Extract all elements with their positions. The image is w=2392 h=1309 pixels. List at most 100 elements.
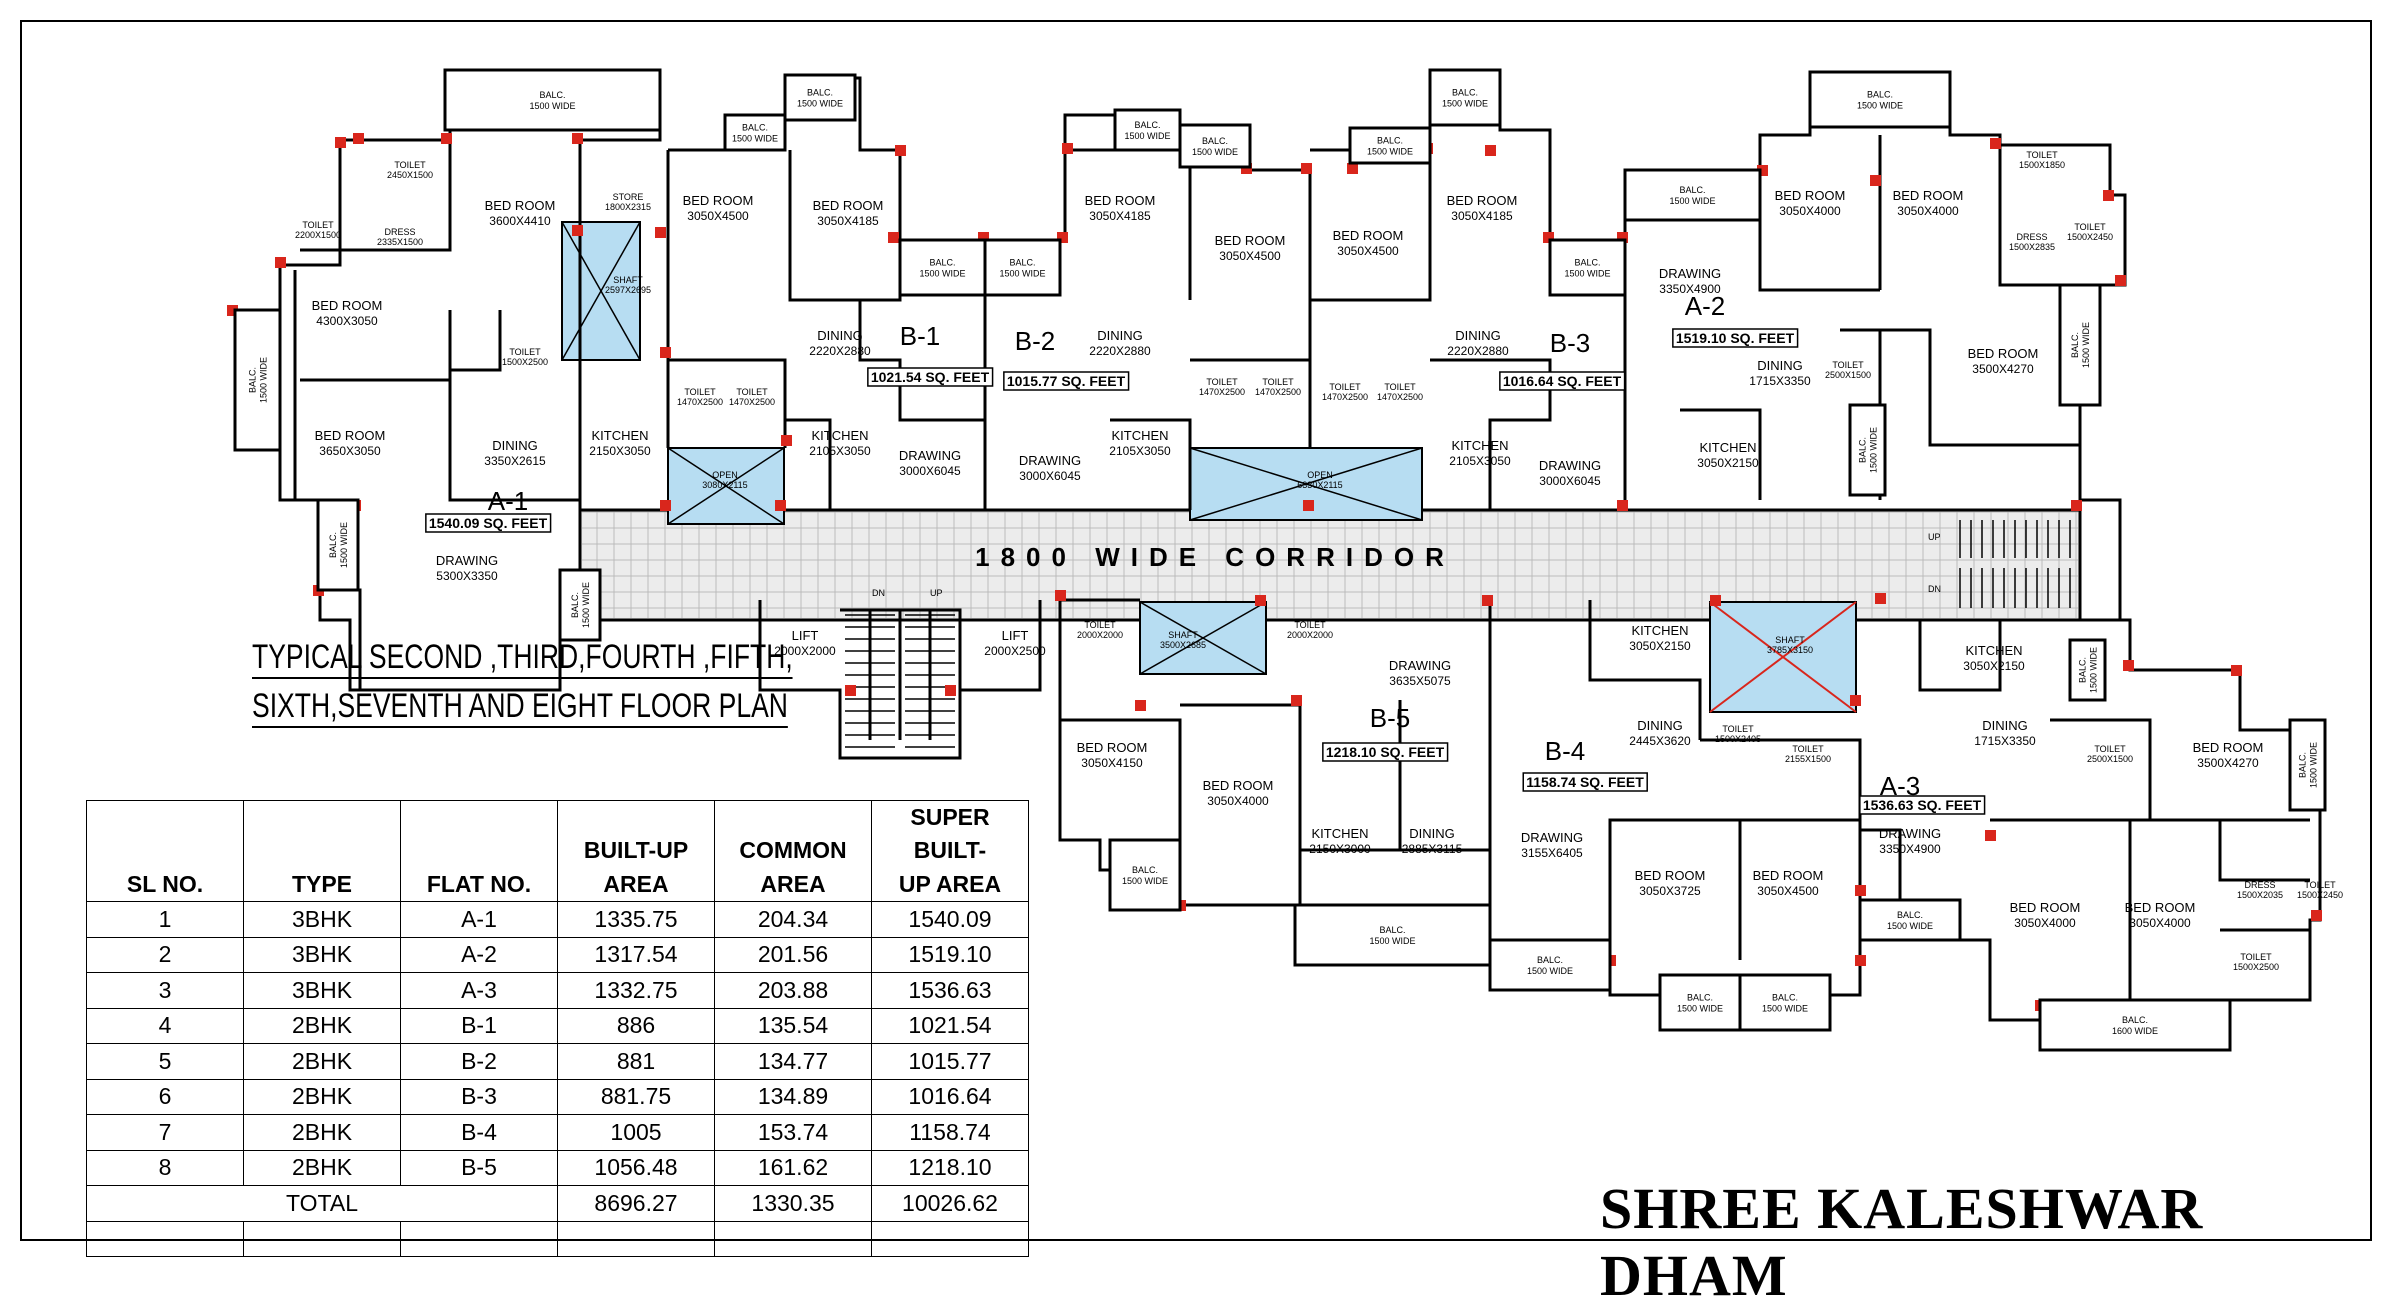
- floor-plan: 1800 WIDE CORRIDOR: [227, 68, 2343, 1052]
- table-total-row: TOTAL 8696.27 1330.35 10026.62: [86, 1185, 1029, 1222]
- balcony: BALC.1500 WIDE: [1113, 108, 1182, 152]
- svg-text:BED ROOM: BED ROOM: [1775, 188, 1846, 203]
- flat-name-a1: A-1: [488, 486, 528, 516]
- cell-builtup: 881.75: [557, 1078, 715, 1115]
- svg-text:2155X1500: 2155X1500: [1785, 754, 1831, 764]
- flat-area-a1: 1540.09 SQ. FEET: [425, 513, 552, 533]
- svg-text:1158.74 SQ. FEET: 1158.74 SQ. FEET: [1526, 774, 1644, 790]
- cell-sl: 1: [86, 901, 244, 938]
- svg-text:1500 WIDE: 1500 WIDE: [2081, 322, 2091, 368]
- svg-text:TOILET: TOILET: [1329, 382, 1361, 392]
- svg-text:DINING: DINING: [1757, 358, 1803, 373]
- total-label: TOTAL: [86, 1185, 558, 1222]
- svg-text:DRAWING: DRAWING: [1539, 458, 1601, 473]
- balcony: BALC.1500 WIDE: [1428, 68, 1502, 127]
- svg-text:3600X4410: 3600X4410: [489, 214, 551, 228]
- flat-area-b2: 1015.77 SQ. FEET: [1003, 371, 1130, 391]
- svg-text:1500 WIDE: 1500 WIDE: [1857, 101, 1903, 111]
- svg-text:1218.10 SQ. FEET: 1218.10 SQ. FEET: [1326, 744, 1445, 760]
- svg-text:DRAWING: DRAWING: [1019, 453, 1081, 468]
- svg-text:1500 WIDE: 1500 WIDE: [339, 522, 349, 568]
- balcony: BALC.1500 WIDE: [2288, 718, 2327, 812]
- svg-text:TOILET: TOILET: [2240, 952, 2272, 962]
- svg-text:KITCHEN: KITCHEN: [1111, 428, 1168, 443]
- svg-text:TOILET: TOILET: [1084, 620, 1116, 630]
- svg-text:KITCHEN: KITCHEN: [1699, 440, 1756, 455]
- svg-text:BED ROOM: BED ROOM: [315, 428, 386, 443]
- svg-text:BALC.: BALC.: [1772, 993, 1798, 1003]
- svg-text:BALC.: BALC.: [1867, 90, 1893, 100]
- svg-text:2000X2000: 2000X2000: [774, 644, 836, 658]
- svg-text:DINING: DINING: [1409, 826, 1455, 841]
- header-super-2: UP AREA: [871, 867, 1029, 902]
- cell-common: 135.54: [714, 1007, 872, 1044]
- svg-text:1500X2835: 1500X2835: [2009, 242, 2055, 252]
- svg-text:1500X2450: 1500X2450: [2297, 890, 2343, 900]
- svg-text:BED ROOM: BED ROOM: [1333, 228, 1404, 243]
- staircase-core: [845, 614, 955, 748]
- cell-builtup: 1335.75: [557, 901, 715, 938]
- plan-title-line-2: SIXTH,SEVENTH AND EIGHT FLOOR PLAN: [252, 687, 788, 728]
- cell-super: 1218.10: [871, 1149, 1029, 1186]
- cell-type: 2BHK: [243, 1078, 401, 1115]
- balcony: BALC.1500 WIDE: [1348, 126, 1432, 165]
- svg-text:LIFT: LIFT: [1002, 628, 1029, 643]
- svg-text:3050X4000: 3050X4000: [1779, 204, 1841, 218]
- flat-name-b5: B-5: [1370, 703, 1410, 733]
- svg-text:3000X6045: 3000X6045: [899, 464, 961, 478]
- svg-text:2105X3050: 2105X3050: [1449, 454, 1511, 468]
- svg-text:1500 WIDE: 1500 WIDE: [1762, 1004, 1808, 1014]
- flat-area-a2: 1519.10 SQ. FEET: [1672, 328, 1799, 348]
- flat-name-b4: B-4: [1545, 736, 1585, 766]
- svg-text:1500 WIDE: 1500 WIDE: [529, 101, 575, 111]
- total-builtup: 8696.27: [557, 1185, 715, 1222]
- table-row: 7 2BHK B-4 1005 153.74 1158.74: [86, 1114, 1029, 1151]
- svg-text:DINING: DINING: [1637, 718, 1683, 733]
- table-empty-row: [86, 1220, 1029, 1257]
- svg-text:3080X2115: 3080X2115: [702, 480, 747, 490]
- svg-text:1500 WIDE: 1500 WIDE: [1367, 147, 1413, 157]
- cell-sl: 2: [86, 936, 244, 973]
- svg-text:DRESS: DRESS: [384, 227, 415, 237]
- svg-text:2445X3620: 2445X3620: [1629, 734, 1691, 748]
- column-marker: [1135, 700, 1146, 711]
- svg-text:BALC.: BALC.: [2078, 657, 2088, 683]
- balcony: BALC.1500 WIDE: [1848, 403, 1887, 497]
- svg-text:BED ROOM: BED ROOM: [1635, 868, 1706, 883]
- cell-flat: B-1: [400, 1007, 558, 1044]
- svg-text:BALC.: BALC.: [1452, 88, 1478, 98]
- svg-text:1500 WIDE: 1500 WIDE: [1564, 269, 1610, 279]
- cell-super: 1519.10: [871, 936, 1029, 973]
- svg-text:1470X2500: 1470X2500: [729, 397, 775, 407]
- svg-text:2000X2000: 2000X2000: [1287, 630, 1333, 640]
- cell-sl: 5: [86, 1043, 244, 1080]
- svg-text:KITCHEN: KITCHEN: [1451, 438, 1508, 453]
- svg-text:DRESS: DRESS: [2244, 880, 2275, 890]
- svg-text:TOILET: TOILET: [1206, 377, 1238, 387]
- svg-text:STORE: STORE: [613, 192, 644, 202]
- svg-text:3050X4500: 3050X4500: [1757, 884, 1819, 898]
- svg-text:3500X4270: 3500X4270: [1972, 362, 2034, 376]
- column-marker: [1617, 232, 1628, 243]
- svg-text:BALC.: BALC.: [1009, 258, 1035, 268]
- svg-text:1519.10 SQ. FEET: 1519.10 SQ. FEET: [1676, 330, 1795, 346]
- svg-text:2200X1500: 2200X1500: [295, 230, 341, 240]
- header-common-2: AREA: [714, 867, 872, 902]
